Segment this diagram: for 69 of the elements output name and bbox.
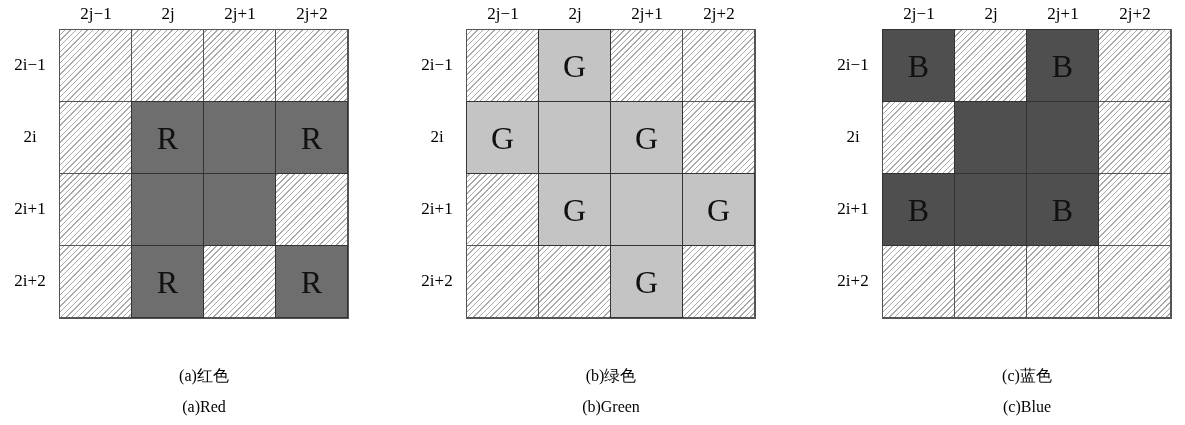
filled-cell	[538, 29, 611, 102]
filled-cell	[682, 173, 755, 246]
channel-letter: R	[300, 265, 323, 298]
row-label: 2i−1	[13, 55, 47, 75]
row-label: 2i+1	[420, 199, 454, 219]
panel-caption: (c)蓝色	[1001, 366, 1053, 387]
filled-cell	[275, 245, 348, 318]
column-label: 2j+2	[1118, 4, 1152, 24]
filled-cell	[203, 101, 276, 174]
filled-cell	[1026, 101, 1099, 174]
column-label: 2j+1	[1046, 4, 1080, 24]
channel-letter: G	[706, 193, 731, 226]
column-label: 2j+2	[702, 4, 736, 24]
filled-cell	[610, 245, 683, 318]
column-label: 2j	[160, 4, 176, 24]
panel-caption: (a)红色	[178, 366, 230, 387]
filled-cell	[538, 101, 611, 174]
pixel-grid	[882, 29, 1172, 319]
filled-cell	[538, 173, 611, 246]
filled-cell	[1026, 29, 1099, 102]
filled-cell	[1026, 173, 1099, 246]
row-label: 2i+1	[13, 199, 47, 219]
channel-letter: B	[1051, 49, 1074, 82]
panel-caption: (b)绿色	[584, 366, 638, 387]
channel-letter: R	[156, 121, 179, 154]
pixel-grid	[466, 29, 756, 319]
filled-cell	[954, 173, 1027, 246]
filled-cell	[882, 173, 955, 246]
column-label: 2j+2	[295, 4, 329, 24]
channel-letter: G	[562, 193, 587, 226]
channel-letter: R	[156, 265, 179, 298]
filled-cell	[131, 173, 204, 246]
channel-letter: G	[562, 49, 587, 82]
filled-cell	[203, 173, 276, 246]
channel-letter: B	[907, 49, 930, 82]
filled-cell	[882, 29, 955, 102]
panel-caption: (c)Blue	[1002, 398, 1052, 416]
column-label: 2j−1	[79, 4, 113, 24]
panel-caption: (b)Green	[581, 398, 641, 416]
channel-letter: G	[634, 121, 659, 154]
row-label: 2i	[22, 127, 38, 147]
filled-cell	[610, 101, 683, 174]
channel-letter: G	[634, 265, 659, 298]
column-label: 2j+1	[630, 4, 664, 24]
column-label: 2j+1	[223, 4, 257, 24]
channel-letter: B	[1051, 193, 1074, 226]
channel-letter: B	[907, 193, 930, 226]
filled-cell	[131, 245, 204, 318]
row-label: 2i−1	[420, 55, 454, 75]
panel-caption: (a)Red	[181, 398, 227, 416]
filled-cell	[275, 101, 348, 174]
channel-letter: R	[300, 121, 323, 154]
column-label: 2j−1	[486, 4, 520, 24]
row-label: 2i+2	[420, 271, 454, 291]
row-label: 2i	[429, 127, 445, 147]
filled-cell	[466, 101, 539, 174]
filled-cell	[954, 101, 1027, 174]
filled-cell	[610, 173, 683, 246]
row-label: 2i	[845, 127, 861, 147]
column-label: 2j	[983, 4, 999, 24]
row-label: 2i+1	[836, 199, 870, 219]
row-label: 2i−1	[836, 55, 870, 75]
filled-cell	[131, 101, 204, 174]
column-label: 2j−1	[902, 4, 936, 24]
column-label: 2j	[567, 4, 583, 24]
row-label: 2i+2	[13, 271, 47, 291]
row-label: 2i+2	[836, 271, 870, 291]
pixel-grid	[59, 29, 349, 319]
channel-letter: G	[490, 121, 515, 154]
